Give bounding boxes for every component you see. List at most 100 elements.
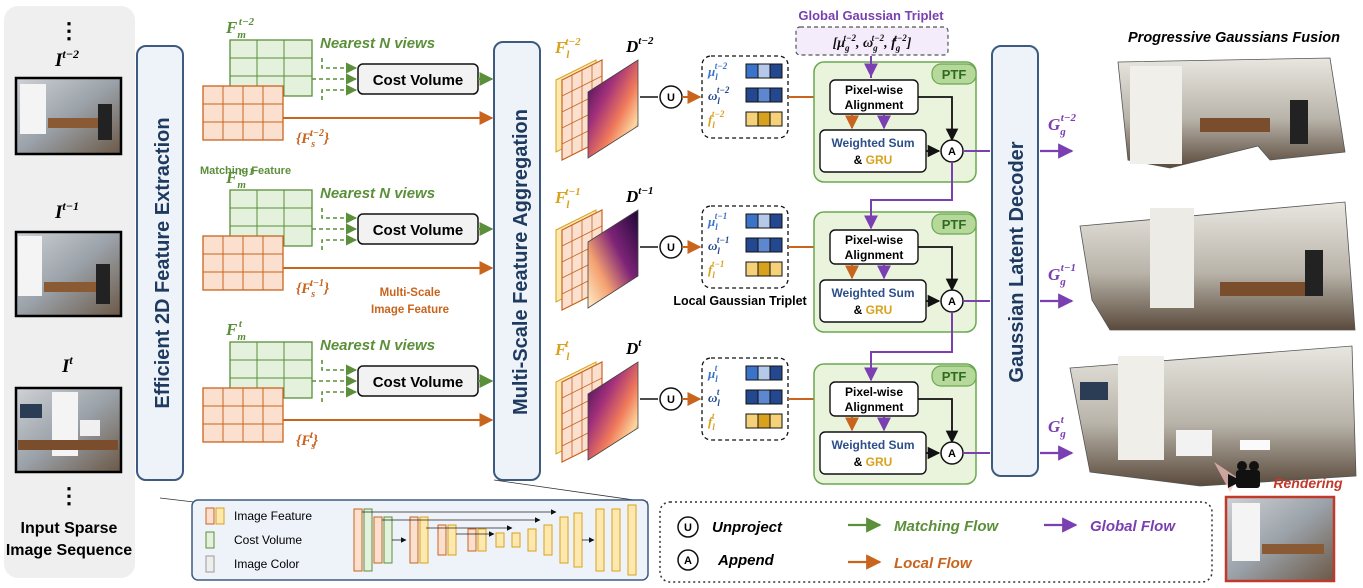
depth-map <box>587 59 639 159</box>
append-icon <box>677 549 699 571</box>
fusion-scene-3 <box>1069 345 1357 487</box>
fm-label: Fmt−2 <box>225 16 255 41</box>
gaussian-output-label: Ggt−1 <box>1048 262 1076 288</box>
append-letter: A <box>948 448 956 460</box>
global-triplet-box <box>795 26 949 56</box>
monitor <box>1080 382 1108 400</box>
depth-label: Dt−1 <box>625 185 654 206</box>
weighted-sum-label: Weighted Sum <box>831 136 914 150</box>
unet-layer <box>543 524 553 556</box>
sequence-caption-line1: Input Sparse <box>21 520 118 537</box>
unproject-icon <box>677 516 699 538</box>
camera-icon <box>1228 461 1260 488</box>
rendered-partition <box>1232 503 1260 561</box>
sequence-caption-line2: Image Sequence <box>6 542 132 559</box>
global-state-arrow <box>864 312 953 382</box>
nearest-views-label: Nearest N views <box>320 185 435 202</box>
fl-label: Flt−2 <box>554 36 581 61</box>
unet-layer <box>511 532 521 548</box>
unproject-letter: U <box>667 242 675 254</box>
global-triplet-text: [μgt−2, ωgt−2, fgt−2] <box>833 33 912 53</box>
unet-layer <box>559 516 569 564</box>
decoder-label: Gaussian Latent Decoder <box>1006 141 1028 382</box>
unet-layer <box>627 504 637 576</box>
matching-feature-label: Matching Feature <box>200 165 291 177</box>
fs-label: {Fst−2} <box>296 128 330 150</box>
partition-panel <box>20 84 46 134</box>
g-mu: μ <box>836 36 845 51</box>
partition <box>1118 356 1164 460</box>
rendered-desk <box>1262 544 1324 554</box>
pixel-wise-label-1: Pixel-wise <box>845 233 903 247</box>
nearest-arrow-a <box>321 208 358 224</box>
partition <box>1150 208 1194 308</box>
unet-layer <box>447 524 457 556</box>
desk <box>1200 118 1270 132</box>
nearest-arrow-a <box>321 58 358 74</box>
depth-label: Dt−2 <box>625 35 654 56</box>
feature-extraction-block <box>136 45 184 481</box>
unet-layer <box>373 516 383 564</box>
unet-layer <box>495 532 505 548</box>
unet-layer <box>437 524 447 556</box>
desk <box>48 118 108 128</box>
aggregation-label: Multi-Scale Feature Aggregation <box>510 109 532 415</box>
triplet-cell <box>745 213 759 229</box>
fusion-scene-2 <box>1079 201 1356 331</box>
unet-schematic <box>353 504 637 576</box>
frame-t-minus-2: It−2 <box>14 47 123 156</box>
gru-label: & GRU <box>854 303 893 317</box>
unet-layer <box>477 528 487 552</box>
unet-layer <box>419 516 429 564</box>
triplet-cell <box>769 63 783 79</box>
box <box>1176 430 1212 456</box>
fm-sub: m <box>237 29 246 41</box>
unproject-letter: U <box>667 394 675 406</box>
triplet-omega-label: ωlt <box>708 387 720 408</box>
cost-volume-label: Cost Volume <box>373 374 464 391</box>
gaussian-output-label: Ggt <box>1048 414 1066 440</box>
weighted-sum-label: Weighted Sum <box>831 286 914 300</box>
triplet-cell <box>769 261 783 277</box>
multiscale-label-line2: Image Feature <box>371 304 449 316</box>
ptf-label: PTF <box>942 369 967 384</box>
image-feature-grid <box>202 85 284 141</box>
triplet-cell <box>769 365 783 381</box>
legend-swatch <box>205 507 215 525</box>
append-letter: A <box>948 146 956 158</box>
legend-swatch <box>215 507 225 525</box>
triplet-cell <box>769 87 783 103</box>
legend-matching: Matching Flow <box>894 518 999 535</box>
desk <box>1220 282 1310 296</box>
triplet-cell <box>745 413 759 429</box>
depth-map <box>587 209 639 309</box>
triplet-cell <box>757 213 771 229</box>
triplet-cell <box>745 365 759 381</box>
weighted-sum-label: Weighted Sum <box>831 438 914 452</box>
frame-t: It <box>14 353 123 474</box>
pixel-wise-label-1: Pixel-wise <box>845 83 903 97</box>
pixel-wise-label-1: Pixel-wise <box>845 385 903 399</box>
unet-layer <box>527 528 537 552</box>
triplet-cell <box>757 111 771 127</box>
zoom-line-right <box>493 479 649 503</box>
feature-extraction-label: Efficient 2D Feature Extraction <box>152 117 174 408</box>
ptf-label: PTF <box>942 217 967 232</box>
desk <box>44 282 110 292</box>
small-legend-label: Image Color <box>234 557 299 571</box>
triplet-cell <box>745 63 759 79</box>
unproject-icon-letter: U <box>684 522 692 534</box>
gru-label: & GRU <box>854 455 893 469</box>
chair <box>1305 250 1323 296</box>
unet-layer <box>467 528 477 552</box>
nearest-arrow-c <box>321 386 358 402</box>
partition <box>1130 66 1182 164</box>
legend-swatch <box>205 555 215 573</box>
triplet-cell <box>757 389 771 405</box>
zoom-line-left <box>159 497 195 503</box>
unet-layer <box>595 508 605 572</box>
